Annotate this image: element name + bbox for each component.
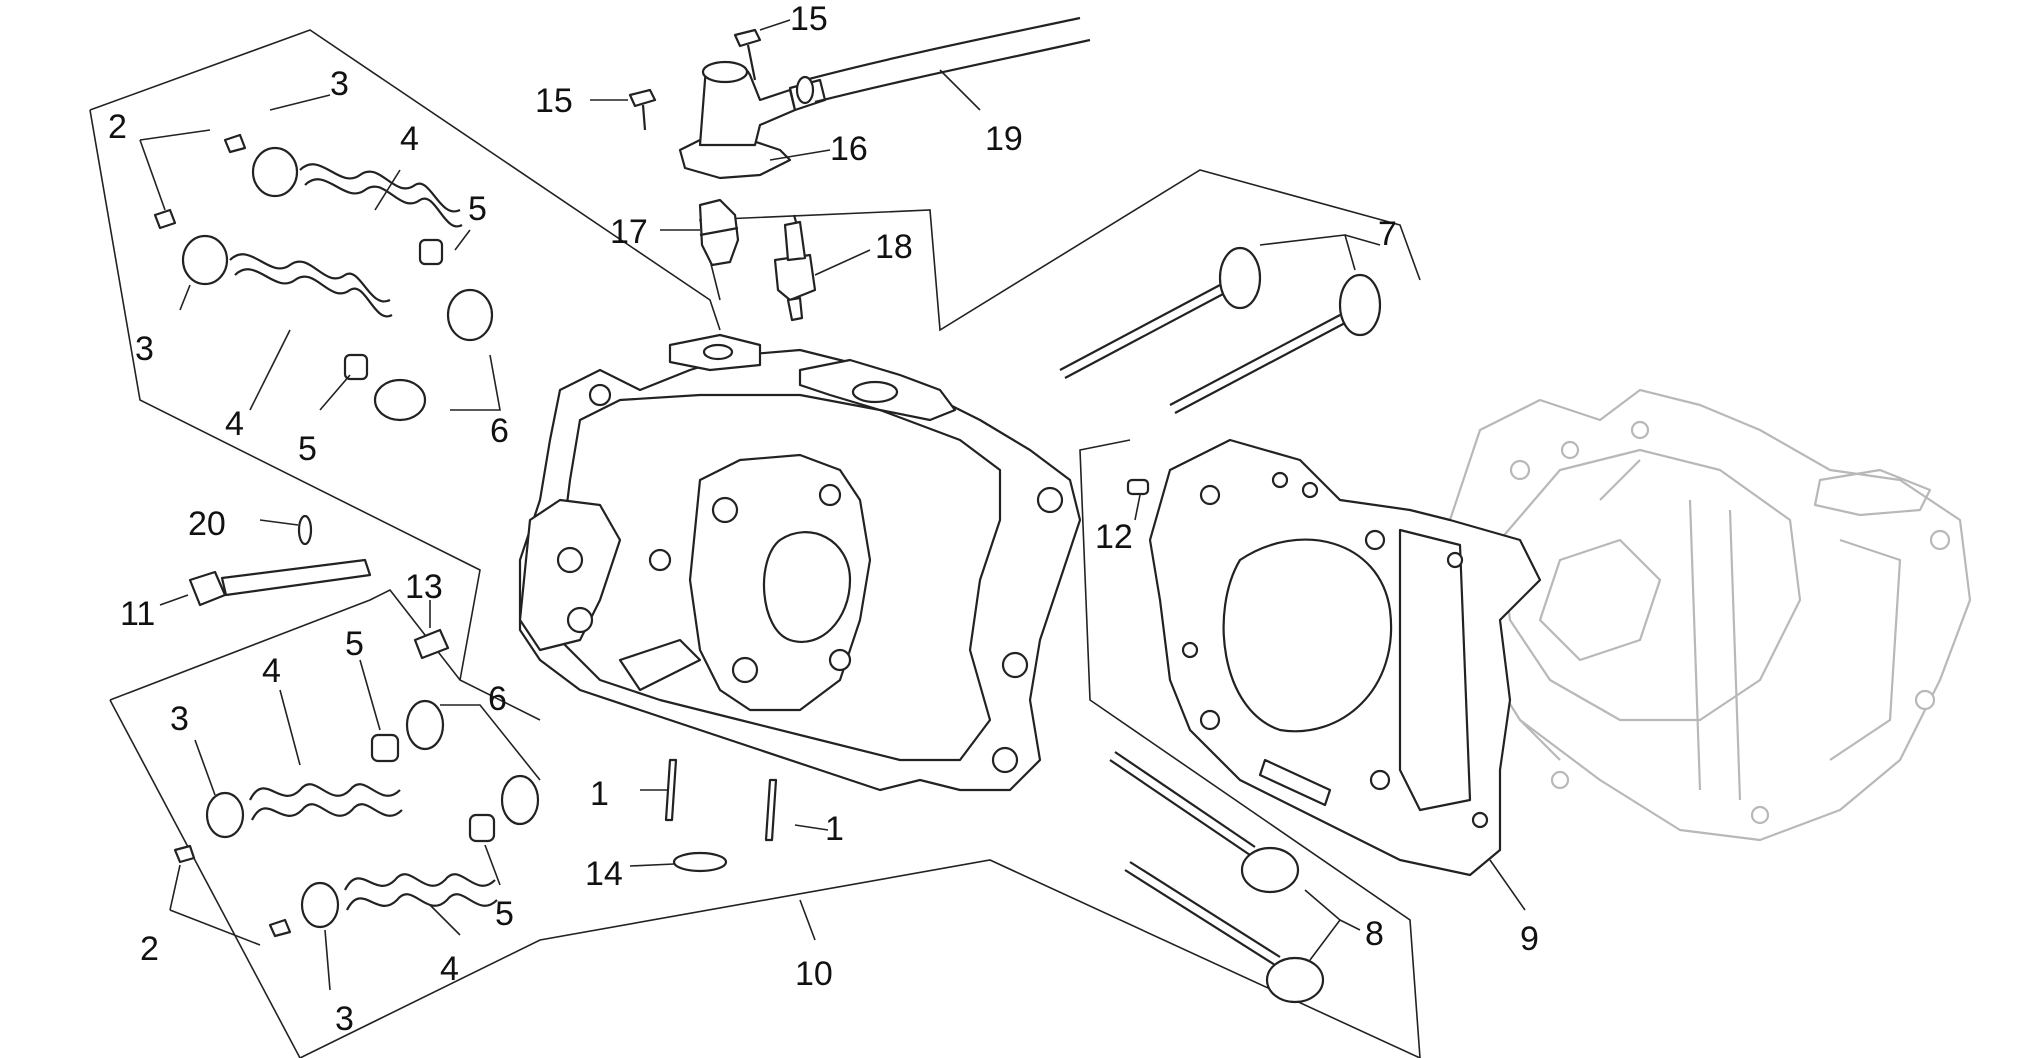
label-7: 7 xyxy=(1378,215,1397,253)
label-3: 3 xyxy=(135,330,154,368)
lower-spring-set xyxy=(169,659,541,991)
label-5: 5 xyxy=(468,190,487,228)
valves-top xyxy=(1059,234,1382,414)
temp-sensor xyxy=(660,198,740,267)
valves-bottom xyxy=(1109,751,1361,1004)
spark-plug xyxy=(773,214,871,322)
label-4: 4 xyxy=(262,652,281,690)
label-5: 5 xyxy=(495,895,514,933)
label-17: 17 xyxy=(610,213,648,251)
head-bolt xyxy=(159,514,372,607)
label-2: 2 xyxy=(108,108,127,146)
label-3: 3 xyxy=(330,65,349,103)
label-1: 1 xyxy=(590,775,609,813)
label-10: 10 xyxy=(795,955,833,993)
upper-spring-set xyxy=(139,94,501,422)
label-5: 5 xyxy=(345,625,364,663)
label-8: 8 xyxy=(1365,915,1384,953)
label-20: 20 xyxy=(188,505,226,543)
dowels xyxy=(413,478,1150,660)
label-1: 1 xyxy=(825,810,844,848)
label-4: 4 xyxy=(400,120,419,158)
label-14: 14 xyxy=(585,855,623,893)
callout-labels: 1 1 2 2 3 3 3 3 4 4 4 4 5 5 5 5 6 6 7 8 … xyxy=(108,0,1539,1038)
label-15: 15 xyxy=(535,82,573,120)
label-3: 3 xyxy=(170,700,189,738)
label-16: 16 xyxy=(830,130,868,168)
bolts xyxy=(590,19,791,131)
label-12: 12 xyxy=(1095,518,1133,556)
cylinder-head xyxy=(518,333,1082,792)
label-15: 15 xyxy=(790,0,828,38)
label-6: 6 xyxy=(488,680,507,718)
o-ring xyxy=(629,851,728,873)
label-11: 11 xyxy=(120,595,155,633)
label-9: 9 xyxy=(1520,920,1539,958)
label-5: 5 xyxy=(298,430,317,468)
label-4: 4 xyxy=(440,950,459,988)
label-13: 13 xyxy=(405,568,443,606)
label-19: 19 xyxy=(985,120,1023,158)
label-3: 3 xyxy=(335,1000,354,1038)
label-2: 2 xyxy=(140,930,159,968)
thermostat-cover xyxy=(678,16,1091,180)
label-6: 6 xyxy=(490,412,509,450)
studs xyxy=(640,758,829,842)
label-18: 18 xyxy=(875,228,913,266)
head-gasket xyxy=(1148,438,1542,877)
cylinder-block xyxy=(1448,388,1972,842)
label-4: 4 xyxy=(225,405,244,443)
